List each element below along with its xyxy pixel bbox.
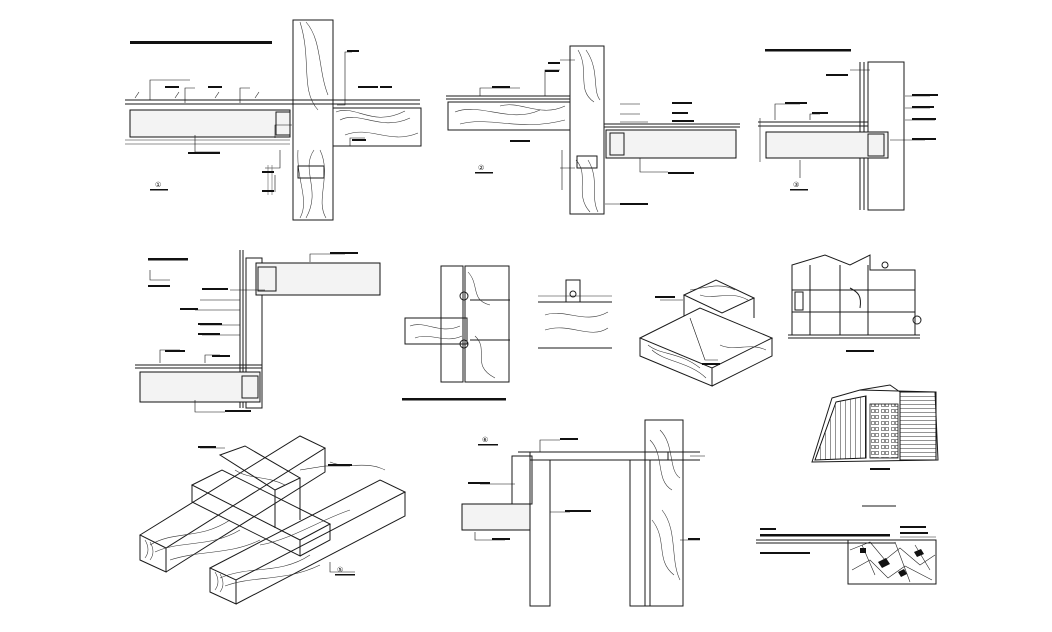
detail-4-slab-wall-corner [135, 250, 381, 413]
detail-1-timber-post [292, 19, 334, 221]
detail-3-concrete-slab [765, 131, 889, 159]
detail-6-timber-cross-joint [638, 279, 774, 387]
detail-1-concrete-slab [129, 109, 291, 138]
detail-2-timber-post [569, 45, 605, 215]
detail-10-parapet-brick-piers: ⑥ [461, 419, 705, 607]
detail-5-timber-joint-sections [402, 265, 612, 401]
detail-1-number: ① [155, 181, 161, 189]
detail-10-left-pier [529, 459, 551, 607]
site-plan-map [847, 539, 937, 585]
detail-7-building-section [788, 254, 922, 352]
title-block [756, 505, 937, 585]
detail-4-lower-slab [139, 371, 261, 403]
detail-2-concrete-slab [605, 129, 737, 159]
detail-4-brick-column [245, 257, 263, 409]
detail-4-upper-slab [255, 262, 381, 296]
detail-1-title-bar [130, 41, 272, 44]
detail-2-number: ② [478, 164, 484, 172]
detail-10-number: ⑥ [482, 436, 488, 444]
detail-10-slab [461, 503, 531, 531]
detail-2-timber-beam [447, 101, 571, 131]
detail-1-timber-beam [332, 107, 422, 147]
detail-1-beam-slab-junction: ① [125, 19, 422, 221]
detail-8-building-facade [811, 384, 939, 470]
detail-10-right-pier [629, 459, 651, 607]
detail-9-number: ⑤ [337, 566, 343, 574]
detail-2-beam-slab-junction: ② [446, 45, 740, 215]
detail-3-slab-wall-junction: ③ [758, 49, 938, 211]
detail-1-label-a [188, 152, 220, 154]
detail-3-number: ③ [793, 181, 799, 189]
detail-9-timber-frame-isometric: ⑤ [138, 435, 407, 605]
